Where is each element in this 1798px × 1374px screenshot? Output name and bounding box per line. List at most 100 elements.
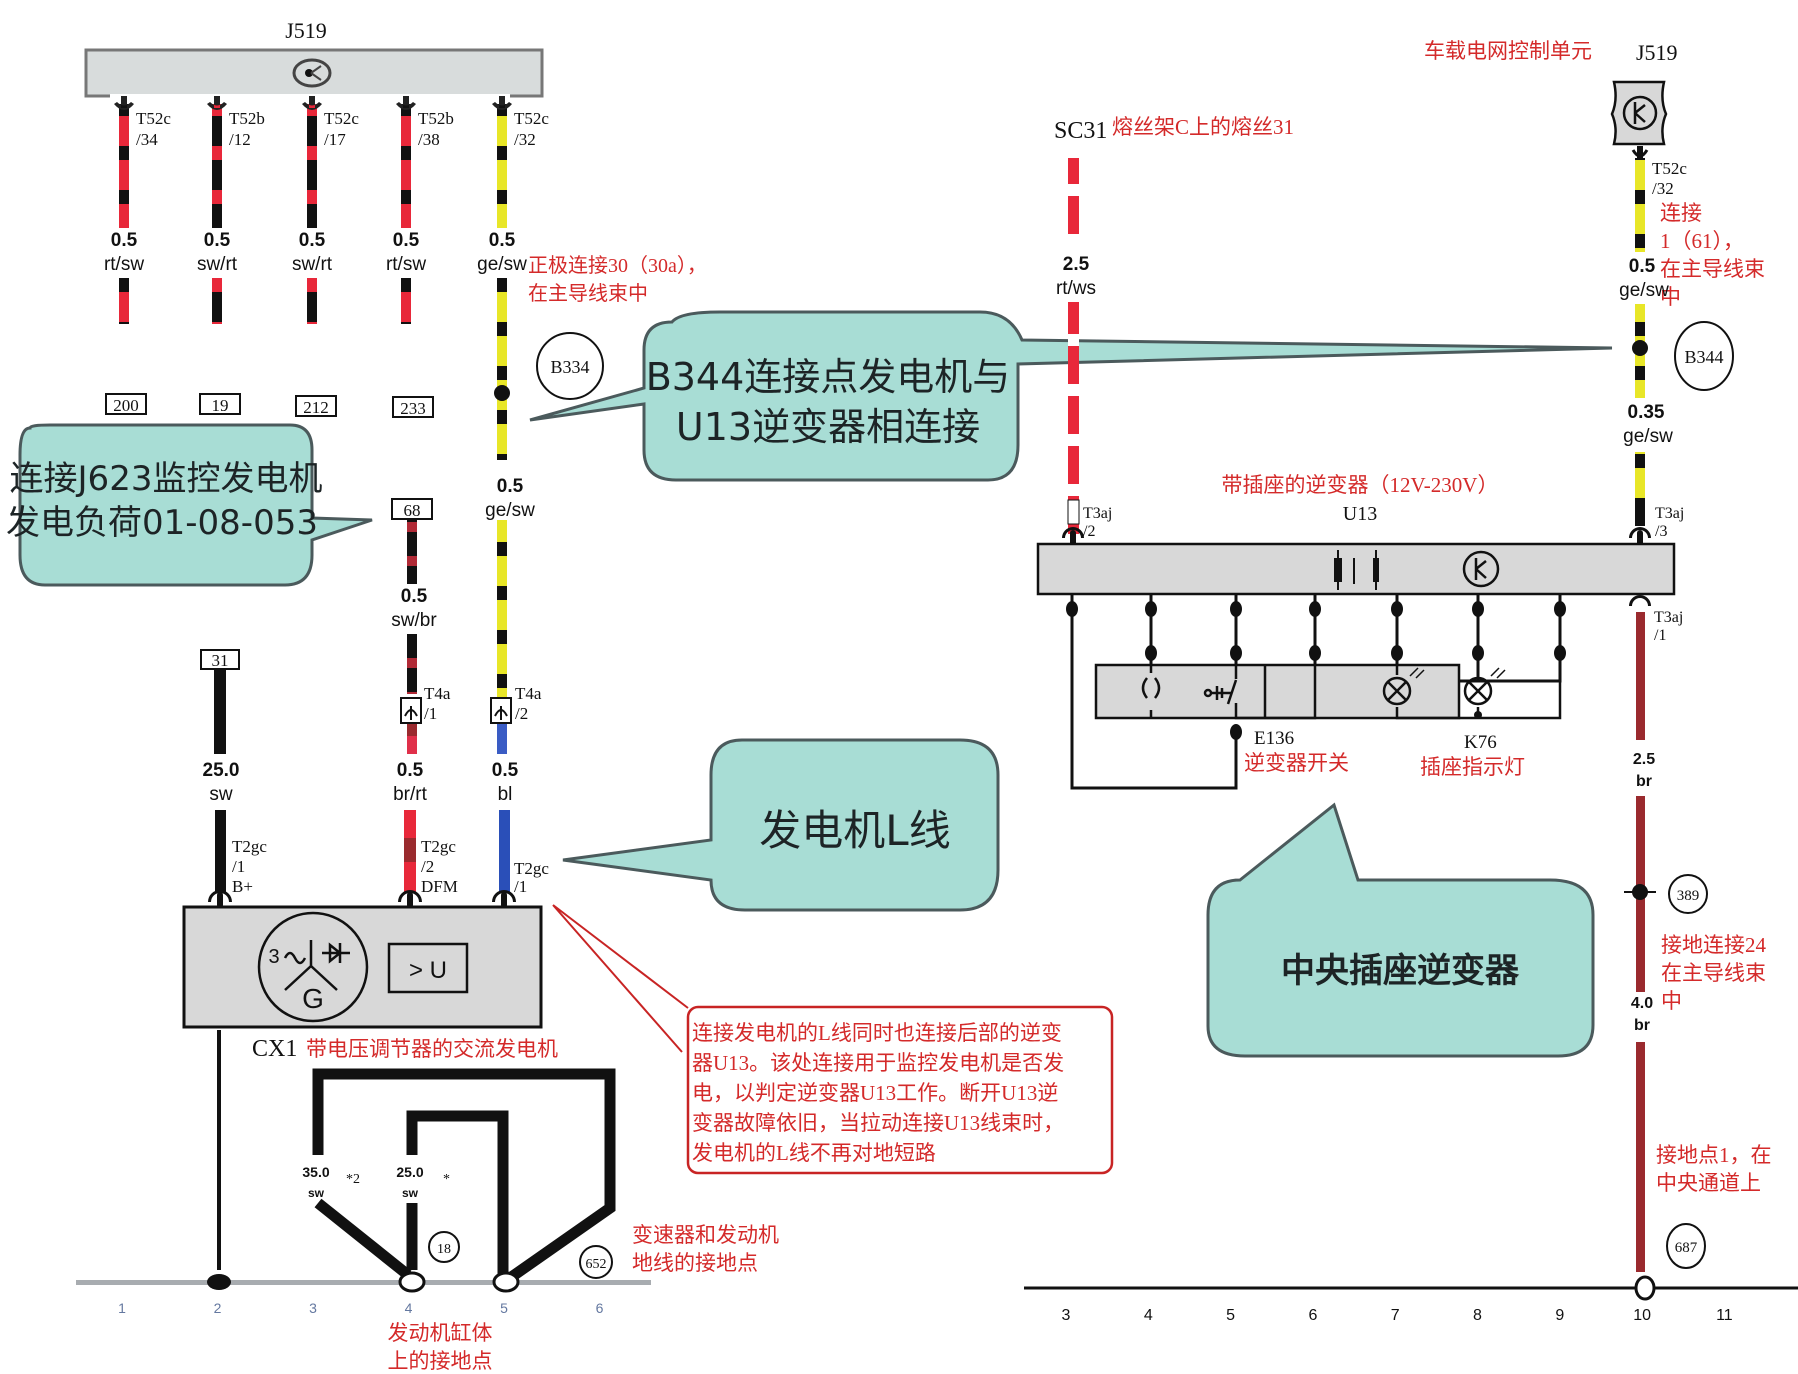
ground-point-687[interactable] xyxy=(1666,1223,1706,1269)
ref-box-19[interactable] xyxy=(199,393,241,415)
ruler-tick-label: 3 xyxy=(1062,1307,1071,1324)
k76-code: K76 xyxy=(1464,732,1497,753)
pin-sub: /17 xyxy=(324,130,346,149)
j519-label-left: J519 xyxy=(285,18,327,43)
note-line: 器U13。该处连接用于监控发电机是否发 xyxy=(692,1051,1064,1075)
sc31-code: SC31 xyxy=(1054,118,1107,144)
wire-rt-sw-200[interactable] xyxy=(119,104,129,324)
callout-b344-text-2: U13逆变器相连接 xyxy=(676,405,980,449)
wire-br-2-5[interactable] xyxy=(1636,612,1645,740)
callout-j623-text-2: 发电负荷01-08-053 xyxy=(6,503,318,543)
ref-box-label: 68 xyxy=(404,501,421,520)
wire-ge-sw-top[interactable] xyxy=(1635,158,1645,252)
ground-wire-35[interactable] xyxy=(312,1068,616,1283)
wire-sw-br[interactable] xyxy=(407,520,417,584)
splice-dot xyxy=(1632,340,1648,356)
splice-point-label: 389 xyxy=(1677,888,1700,904)
callout-b344 xyxy=(529,310,1613,482)
wire-size: 25.0 xyxy=(396,1164,423,1180)
wire-size: 0.35 xyxy=(1628,402,1665,423)
wire-size: 2.5 xyxy=(1633,751,1655,768)
connect-note: 连接 xyxy=(1660,201,1702,225)
pin-label: T3aj xyxy=(1654,609,1683,626)
note-line: 电，以判定逆变器U13工作。断开U13逆 xyxy=(692,1081,1058,1105)
wire-bl-upper[interactable] xyxy=(497,722,507,754)
wire-rt-ws-lower[interactable] xyxy=(1068,302,1079,534)
wire-bl-lower[interactable] xyxy=(499,810,510,892)
wire-ge-sw-lower[interactable] xyxy=(1635,452,1645,510)
wire-color: ge/sw xyxy=(1623,426,1673,447)
callout-j623-text: 连接J623监控发电机 xyxy=(10,459,323,499)
callout-l-line-text: 发电机L线 xyxy=(759,806,950,855)
b344-splice-circle[interactable] xyxy=(1674,321,1734,391)
ground-point-652[interactable] xyxy=(579,1245,613,1279)
ref-box-68[interactable] xyxy=(391,498,433,520)
wire-sw-rt-19[interactable] xyxy=(212,104,222,324)
wire-sw-25-lower[interactable] xyxy=(215,810,226,892)
ground-terminal[interactable] xyxy=(492,1271,520,1293)
ref-box-233[interactable] xyxy=(392,396,434,418)
wire-sw-br-lower[interactable] xyxy=(407,634,417,694)
ground-point-18[interactable] xyxy=(428,1231,460,1263)
pin-sub: /1 xyxy=(424,704,437,723)
splice-dot xyxy=(1632,884,1648,900)
wire-sw-rt-212[interactable] xyxy=(307,104,317,324)
terminal-label: B+ xyxy=(232,877,253,896)
e136-switch-icon[interactable] xyxy=(1141,665,1317,720)
wire-color: br xyxy=(1636,773,1652,790)
wire-size: 4.0 xyxy=(1631,995,1653,1012)
alternator-cx1-box[interactable] xyxy=(182,905,543,1029)
ground-652-note: 变速器和发动机 xyxy=(632,1223,779,1247)
ruler-tick-label: 11 xyxy=(1716,1307,1733,1324)
wire-sw-25-upper[interactable] xyxy=(214,670,226,754)
j519-module-right[interactable] xyxy=(1610,80,1668,146)
b344-label: B344 xyxy=(1684,347,1723,367)
positive-connection-note: 正极连接30（30a）， xyxy=(528,254,707,277)
generator-letter: G xyxy=(302,983,324,1014)
pin-label: T4a xyxy=(515,684,542,703)
pin-sub: /2 xyxy=(421,857,434,876)
wire-rt-sw-233[interactable] xyxy=(401,104,411,324)
footnote-mark: * xyxy=(443,1172,450,1187)
note-pointer xyxy=(552,904,689,1053)
pin-label: T52b xyxy=(229,109,265,128)
wire-rt-ws-upper[interactable] xyxy=(1068,158,1079,244)
cx1-name: 带电压调节器的交流发电机 xyxy=(306,1037,558,1061)
connect-note: 1（61）， xyxy=(1660,229,1744,253)
splice-point-389[interactable] xyxy=(1668,874,1708,914)
pin-label: T3aj xyxy=(1083,505,1112,522)
wire-size: 35.0 xyxy=(302,1164,329,1180)
pin-label: T2gc xyxy=(232,837,267,856)
wire-br-rt-upper[interactable] xyxy=(407,700,417,750)
ref-box-212[interactable] xyxy=(295,395,337,417)
b334-splice-circle[interactable] xyxy=(536,332,604,400)
connector-icon xyxy=(1629,595,1651,606)
wire-size: 0.5 xyxy=(1629,256,1656,277)
splice-dot xyxy=(494,385,510,401)
k76-name: 插座指示灯 xyxy=(1420,755,1525,779)
wire-color: sw/br xyxy=(391,610,437,631)
callout-b344-text: B344连接点发电机与 xyxy=(646,355,1011,399)
ruler-tick-label: 6 xyxy=(596,1300,604,1316)
regulator-label: > U xyxy=(409,957,447,984)
ground-terminal[interactable] xyxy=(398,1271,426,1293)
wire-color: bl xyxy=(498,784,513,805)
pin-sub: /12 xyxy=(229,130,251,149)
inverter-u13-box[interactable] xyxy=(1036,542,1676,596)
engine-ground-note: 发动机缸体 xyxy=(388,1321,493,1345)
ref-box-200[interactable] xyxy=(105,393,147,415)
pin-sub: /1 xyxy=(1654,627,1666,644)
ruler-tick-label: 4 xyxy=(1144,1307,1153,1324)
pin-sub: /32 xyxy=(514,130,536,149)
ref-box-31[interactable] xyxy=(200,649,240,670)
e136-code: E136 xyxy=(1254,728,1294,749)
ground-terminal[interactable] xyxy=(1634,1275,1656,1301)
wire-br-4-0[interactable] xyxy=(1636,1042,1645,1272)
ground-wire-25[interactable] xyxy=(406,1110,509,1275)
ground-point-label: 652 xyxy=(586,1257,607,1272)
pin-label: T52b xyxy=(418,109,454,128)
ground-junction xyxy=(207,1274,231,1290)
ground-point-1-note: 接地点1，在 xyxy=(1656,1143,1772,1167)
j519-module-bar[interactable] xyxy=(84,48,544,98)
ref-box-label: 212 xyxy=(303,398,329,417)
